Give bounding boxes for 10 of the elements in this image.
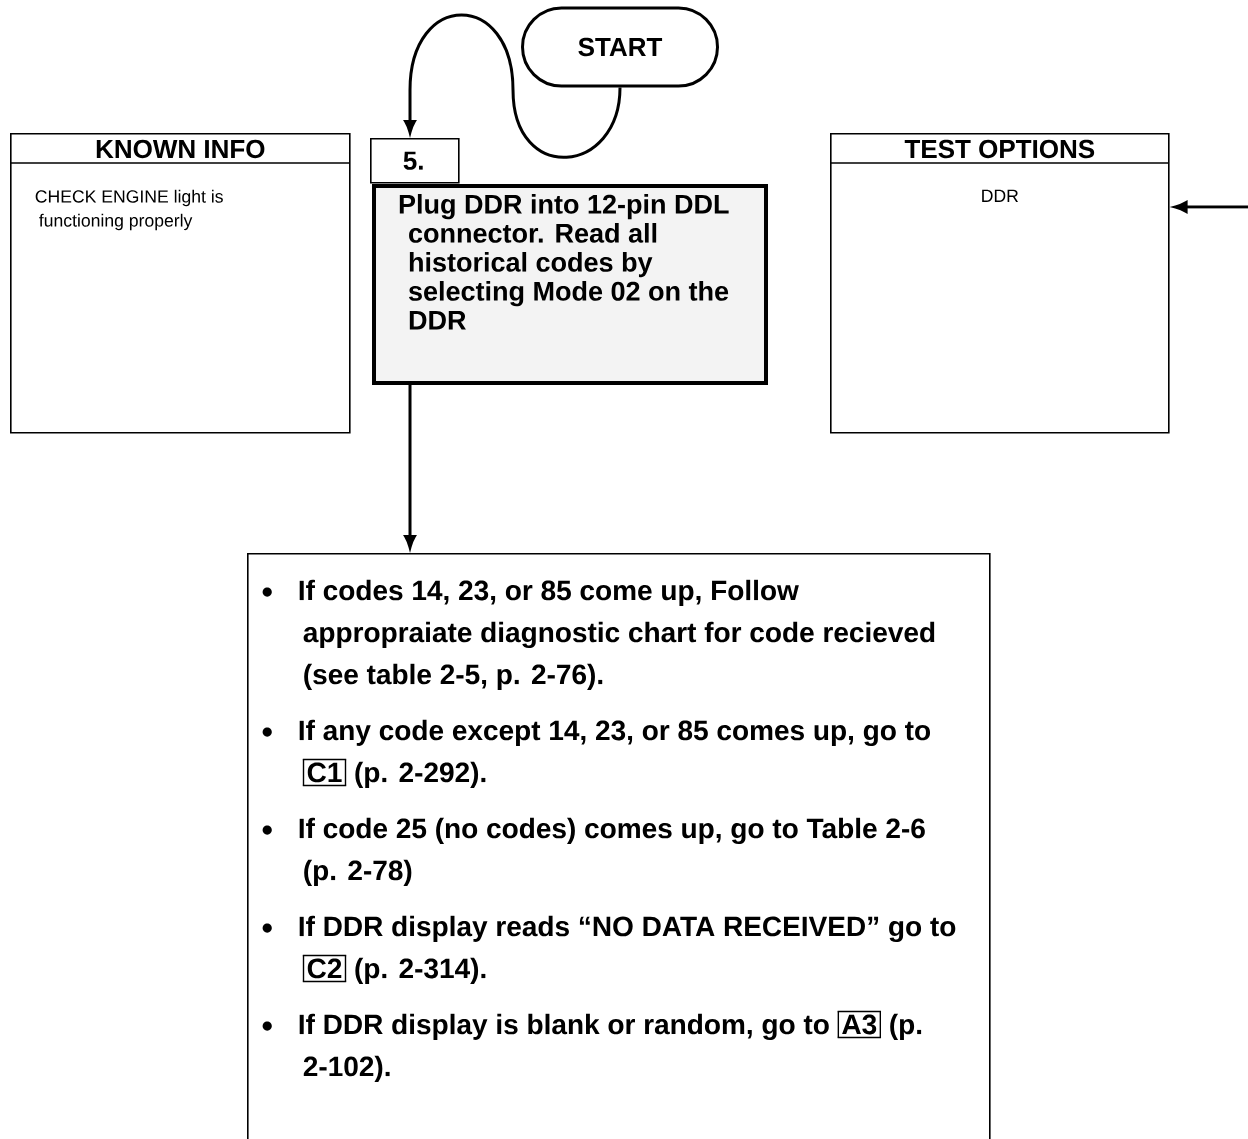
start-terminal: START: [521, 6, 719, 88]
info-panel: TEST OPTIONS DDR: [830, 133, 1170, 434]
step-number-box: 5.: [370, 138, 460, 184]
result-box: If codes 14, 23, or 85 come up, Follow appropraiate diagnostic chart for code recieved (see table 2-5, p. 2-76). If any code except 14, 23, or 85 comes up, go to C1 (p. 2-292). If code 25 (no codes) comes up, go to Table 2-6 (p. 2-78) If DDR display reads “NO DATA RECEIVED” go to C2 (p. 2-314). If DDR display is blank or random, go to A3 (p. 2-102).: [247, 553, 991, 1139]
reference-box: A3: [836, 1010, 882, 1039]
curved-arrow: [404, 13, 622, 159]
reference-box: C2: [302, 954, 347, 983]
info-panel: KNOWN INFO CHECK ENGINE light is functioning properly: [10, 133, 351, 434]
reference-box: C1: [302, 758, 347, 787]
process-box: Plug DDR into 12-pin DDL connector. Read all historical codes by selecting Mode 02 on the DDR: [372, 184, 768, 385]
